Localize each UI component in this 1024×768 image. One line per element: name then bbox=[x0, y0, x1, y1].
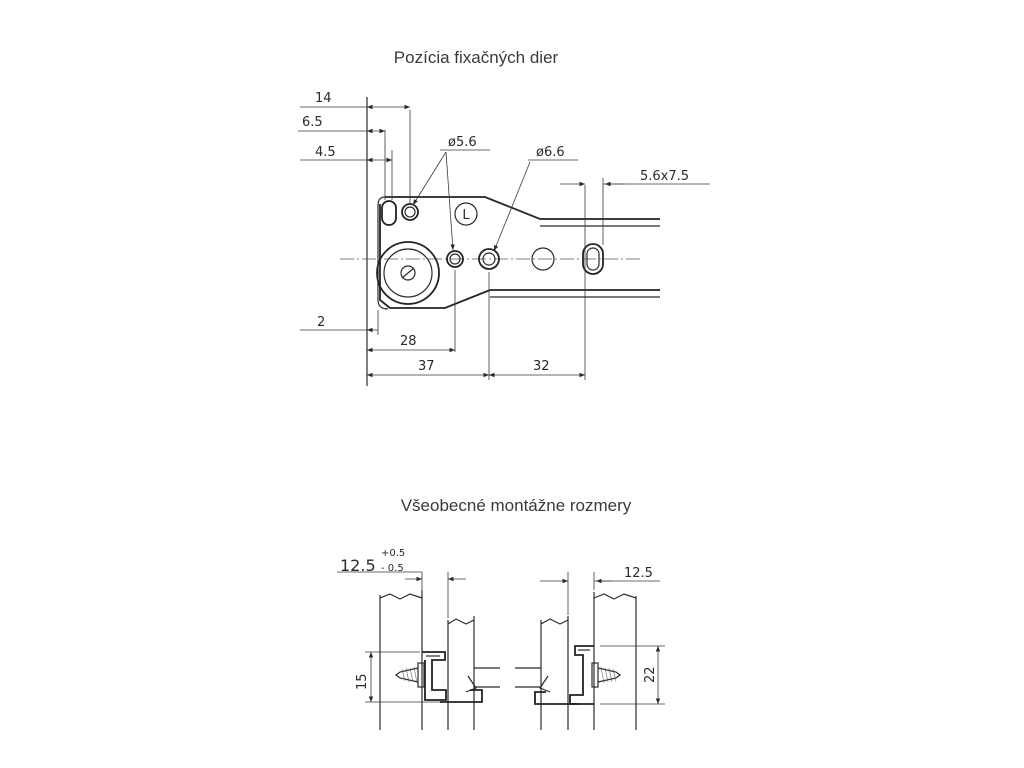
mounting-right-drawing: 12.5 22 bbox=[515, 566, 665, 730]
slot-size: 5.6x7.5 bbox=[640, 169, 689, 184]
dim-4-5: 4.5 bbox=[315, 145, 336, 160]
slot-hole-5-6x7-5 bbox=[582, 243, 604, 275]
dia-6-6: ø6.6 bbox=[536, 145, 565, 160]
dim-14: 14 bbox=[315, 91, 332, 106]
right-height-22: 22 bbox=[643, 666, 658, 683]
screw-right bbox=[591, 662, 621, 688]
dim-28: 28 bbox=[400, 334, 417, 349]
rail-outline bbox=[377, 196, 660, 310]
roller bbox=[376, 241, 440, 305]
hole-6-6 bbox=[478, 248, 500, 270]
dim-37: 37 bbox=[418, 359, 435, 374]
slot-hole-left bbox=[381, 200, 397, 226]
screw-left bbox=[395, 662, 425, 688]
side-mark-label: L bbox=[462, 208, 470, 223]
left-gap-12-5: 12.5 bbox=[340, 556, 376, 575]
left-height-15: 15 bbox=[355, 673, 370, 690]
side-mark-circle bbox=[454, 202, 478, 226]
hole-plain bbox=[531, 247, 555, 271]
dim-32: 32 bbox=[533, 359, 550, 374]
hole-upper-5-6 bbox=[401, 203, 419, 221]
left-gap-tol-minus: - 0.5 bbox=[381, 563, 404, 574]
right-gap-12-5: 12.5 bbox=[624, 566, 653, 581]
dia-5-6: ø5.6 bbox=[448, 135, 477, 150]
fixation-holes-drawing: L 14 6.5 4.5 bbox=[298, 91, 710, 386]
title-fixation-holes: Pozícia fixačných dier bbox=[394, 48, 559, 67]
mounting-left-drawing: 12.5 +0.5 - 0.5 15 bbox=[337, 548, 500, 730]
dim-2: 2 bbox=[317, 315, 325, 330]
title-mounting-dimensions: Všeobecné montážne rozmery bbox=[401, 496, 632, 515]
left-gap-tol-plus: +0.5 bbox=[381, 548, 405, 559]
hole-5-6 bbox=[446, 250, 464, 268]
dim-6-5: 6.5 bbox=[302, 115, 323, 130]
